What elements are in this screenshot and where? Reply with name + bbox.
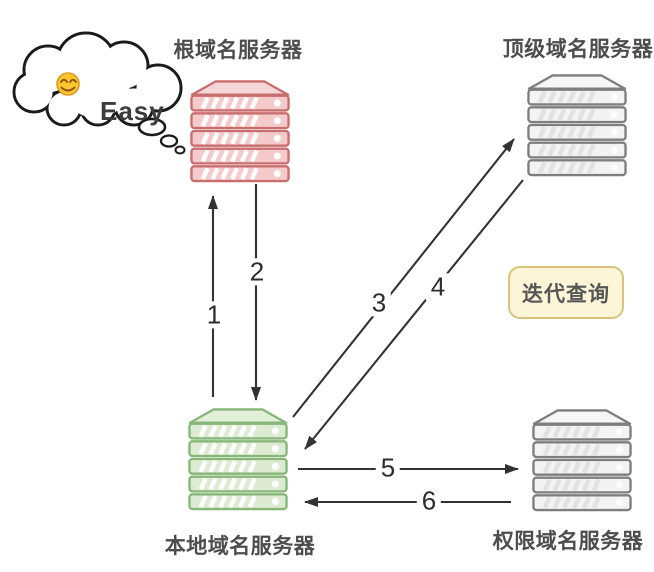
smiley-icon <box>56 72 80 96</box>
iterative-query-badge: 迭代查询 <box>508 266 624 319</box>
thought-bubbles <box>137 117 186 155</box>
local-server-label: 本地域名服务器 <box>164 535 316 558</box>
thought-cloud: Easy <box>8 26 208 161</box>
auth-server-label: 权限域名服务器 <box>492 530 644 553</box>
arrow-4-label: 4 <box>425 273 451 301</box>
arrow-3-label: 3 <box>366 289 392 317</box>
thought-cloud-graphic <box>12 31 186 155</box>
arrow-3-local-to-tld <box>292 138 515 418</box>
arrow-6-label: 6 <box>416 487 442 515</box>
arrow-5-label: 5 <box>375 454 401 482</box>
root-server-label: 根域名服务器 <box>173 39 303 62</box>
tld-server-label: 顶级域名服务器 <box>502 38 654 61</box>
iterative-query-badge-label: 迭代查询 <box>522 282 610 306</box>
arrow-1-label: 1 <box>201 301 227 329</box>
arrow-2-label: 2 <box>244 258 270 286</box>
cloud-outline <box>12 31 183 127</box>
easy-text: Easy <box>100 96 165 126</box>
arrow-4-tld-to-local <box>304 179 524 450</box>
